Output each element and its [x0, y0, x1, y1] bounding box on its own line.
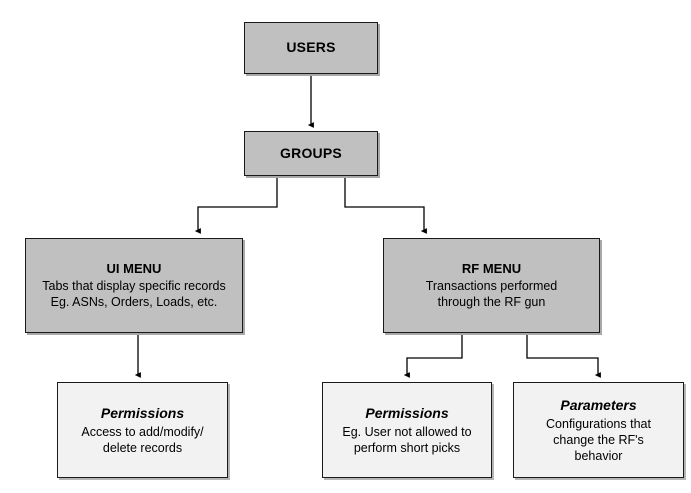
node-users[interactable]: USERS: [244, 22, 378, 74]
node-rf-menu[interactable]: RF MENU Transactions performed through t…: [383, 238, 600, 333]
edge-rf-menu-to-rf-parameters: [526, 333, 601, 378]
edge-groups-to-ui-menu: [194, 176, 278, 234]
node-ui-menu-title: UI MENU: [106, 260, 162, 276]
node-ui-menu-description: Tabs that display specific records Eg. A…: [42, 279, 226, 310]
edge-groups-to-rf-menu: [344, 176, 427, 234]
node-rf-parameters[interactable]: Parameters Configurations that change th…: [513, 382, 684, 478]
node-groups[interactable]: GROUPS: [244, 131, 378, 176]
node-rf-permissions-title: Permissions: [365, 405, 449, 422]
node-rf-permissions-description: Eg. User not allowed to perform short pi…: [342, 424, 472, 455]
node-ui-permissions-description: Access to add/modify/ delete records: [81, 424, 204, 455]
node-ui-menu[interactable]: UI MENU Tabs that display specific recor…: [25, 238, 243, 333]
node-rf-menu-title: RF MENU: [461, 260, 522, 276]
node-rf-permissions[interactable]: Permissions Eg. User not allowed to perf…: [322, 382, 492, 478]
edge-rf-menu-to-rf-permissions: [403, 333, 463, 378]
node-rf-parameters-description: Configurations that change the RF's beha…: [546, 416, 651, 463]
node-ui-permissions[interactable]: Permissions Access to add/modify/ delete…: [57, 382, 228, 478]
node-users-title: USERS: [286, 39, 336, 56]
node-rf-parameters-title: Parameters: [560, 397, 637, 414]
node-groups-title: GROUPS: [280, 144, 342, 161]
node-rf-menu-description: Transactions performed through the RF gu…: [425, 279, 558, 310]
node-ui-permissions-title: Permissions: [100, 405, 185, 422]
